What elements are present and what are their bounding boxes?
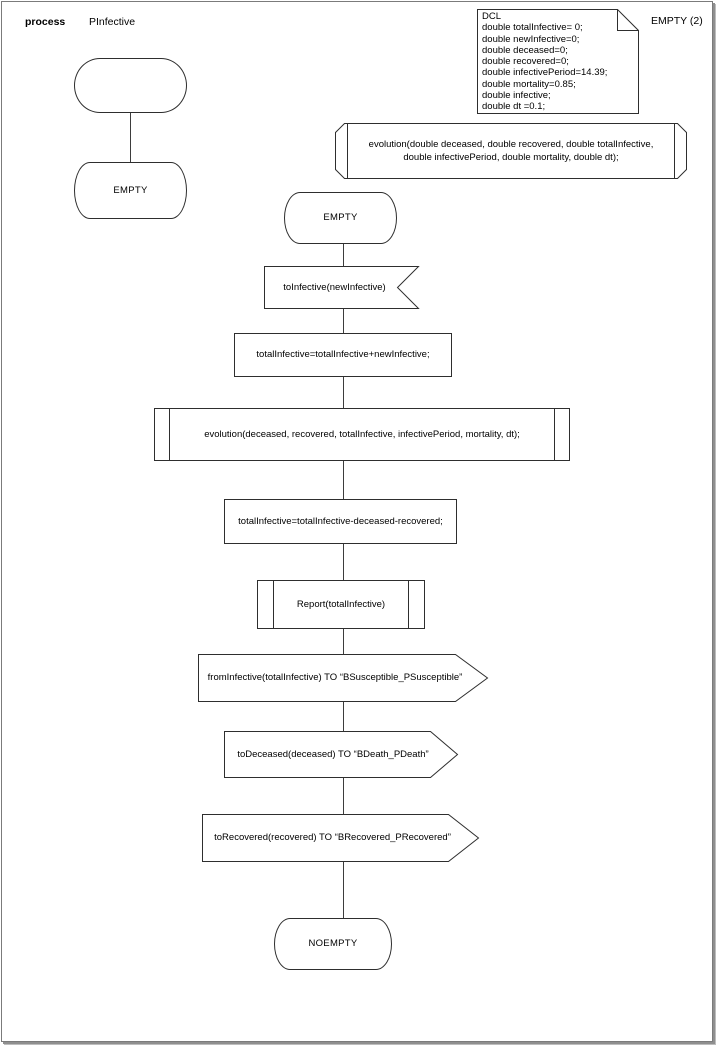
state-label: NOEMPTY xyxy=(308,938,358,949)
state-empty-main: EMPTY xyxy=(284,192,397,244)
output-signal-todeceased: toDeceased(deceased) TO “BDeath_PDeath” xyxy=(224,731,459,778)
connector-line xyxy=(343,544,344,581)
connector-line xyxy=(130,113,131,162)
procedure-declaration-symbol: evolution(double deceased, double recove… xyxy=(335,123,687,179)
output-signal-frominfective: fromInfective(totalInfective) TO “BSusce… xyxy=(198,654,489,702)
connector-line xyxy=(343,778,344,815)
connector-line xyxy=(343,702,344,732)
procedure-call-bar xyxy=(273,581,274,628)
input-signal-toinfective: toInfective(newInfective) xyxy=(264,266,420,309)
start-state-symbol xyxy=(74,58,187,113)
dcl-line: double deceased=0; xyxy=(482,44,568,56)
dcl-line: double newInfective=0; xyxy=(482,33,580,45)
procedure-call-evolution: evolution(deceased, recovered, totalInfe… xyxy=(154,408,570,461)
folded-corner-icon xyxy=(617,9,639,31)
task-text: totalInfective=totalInfective-deceased-r… xyxy=(238,515,443,527)
connector-line xyxy=(343,377,344,409)
task-subtract-deceased-recovered: totalInfective=totalInfective-deceased-r… xyxy=(224,499,457,544)
output-signal-torecovered: toRecovered(recovered) TO “BRecovered_PR… xyxy=(202,814,480,862)
dcl-line: double dt =0.1; xyxy=(482,101,546,113)
procedure-declaration-text: evolution(double deceased, double recove… xyxy=(368,139,654,163)
task-text: totalInfective=totalInfective+newInfecti… xyxy=(256,349,430,360)
dcl-line: DCL xyxy=(482,11,502,22)
dcl-declaration-text: DCL double totalInfective= 0; double new… xyxy=(482,11,636,113)
dcl-declaration-box: DCL double totalInfective= 0; double new… xyxy=(477,9,639,114)
connector-line xyxy=(343,309,344,334)
connector-line xyxy=(343,862,344,920)
state-label: EMPTY xyxy=(323,212,358,223)
dcl-line: double recovered=0; xyxy=(482,56,569,68)
state-label: EMPTY xyxy=(113,184,148,196)
input-signal-text: toInfective(newInfective) xyxy=(283,281,386,293)
task-add-newinfective: totalInfective=totalInfective+newInfecti… xyxy=(234,333,452,377)
page-number-label: EMPTY (2) xyxy=(651,15,703,27)
output-signal-text: toDeceased(deceased) TO “BDeath_PDeath” xyxy=(237,748,429,760)
connector-line xyxy=(343,244,344,267)
output-signal-text: toRecovered(recovered) TO “BRecovered_PR… xyxy=(214,832,451,843)
procedure-call-bar xyxy=(408,581,409,628)
procedure-call-bar xyxy=(169,409,170,460)
connector-line xyxy=(343,461,344,500)
dcl-line: double infective; xyxy=(482,90,551,102)
procedure-call-text: Report(totalInfective) xyxy=(296,598,386,610)
process-keyword-label: process xyxy=(25,16,66,28)
connector-line xyxy=(343,629,344,655)
procedure-call-bar xyxy=(554,409,555,460)
procedure-call-text: evolution(deceased, recovered, totalInfe… xyxy=(204,428,520,440)
procedure-call-report: Report(totalInfective) xyxy=(257,580,425,629)
dcl-line: double totalInfective= 0; xyxy=(482,22,583,34)
state-empty-left: EMPTY xyxy=(74,162,187,219)
output-signal-text: fromInfective(totalInfective) TO “BSusce… xyxy=(207,672,463,683)
process-name-label: PInfective xyxy=(89,16,136,28)
state-noempty: NOEMPTY xyxy=(274,918,392,970)
dcl-line: double mortality=0.85; xyxy=(482,78,576,90)
dcl-line: double infectivePeriod=14.39; xyxy=(482,67,608,79)
